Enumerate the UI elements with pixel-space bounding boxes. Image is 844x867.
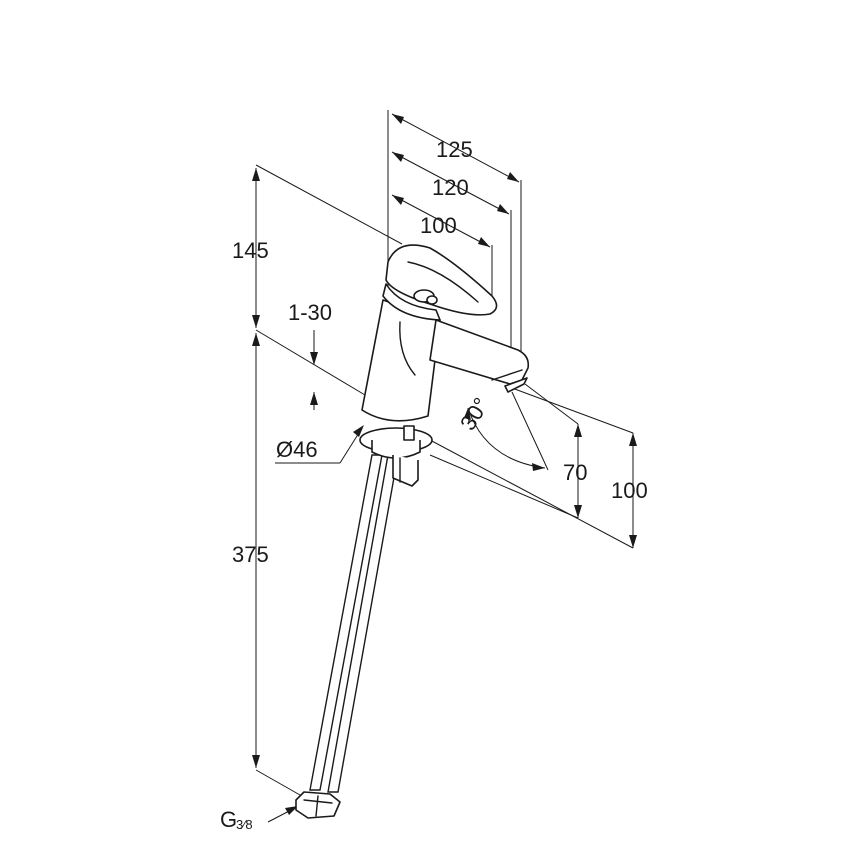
lever-handle <box>382 244 498 321</box>
spout <box>429 319 530 393</box>
label-30-degrees: 30° <box>455 393 494 434</box>
extension-lines <box>255 110 634 796</box>
label-g-fraction: 3⁄8 <box>236 817 253 832</box>
label-1-30: 1-30 <box>288 300 332 325</box>
label-70: 70 <box>563 460 587 485</box>
label-g-thread: G <box>220 807 237 832</box>
mounting-plate <box>359 425 433 487</box>
faucet <box>295 244 530 819</box>
hose-connector-nut <box>295 791 341 819</box>
label-375: 375 <box>232 542 269 567</box>
label-120: 120 <box>432 175 469 200</box>
dimension-lines <box>252 113 637 823</box>
label-100-right: 100 <box>611 478 648 503</box>
label-145: 145 <box>232 238 269 263</box>
label-diameter-46: Ø46 <box>276 437 318 462</box>
label-100-top: 100 <box>420 213 457 238</box>
label-125: 125 <box>436 137 473 162</box>
dimension-labels: 125 120 100 145 1-30 Ø46 375 30° 70 100 … <box>220 137 648 832</box>
supply-hoses <box>309 454 399 793</box>
faucet-body <box>361 299 441 422</box>
